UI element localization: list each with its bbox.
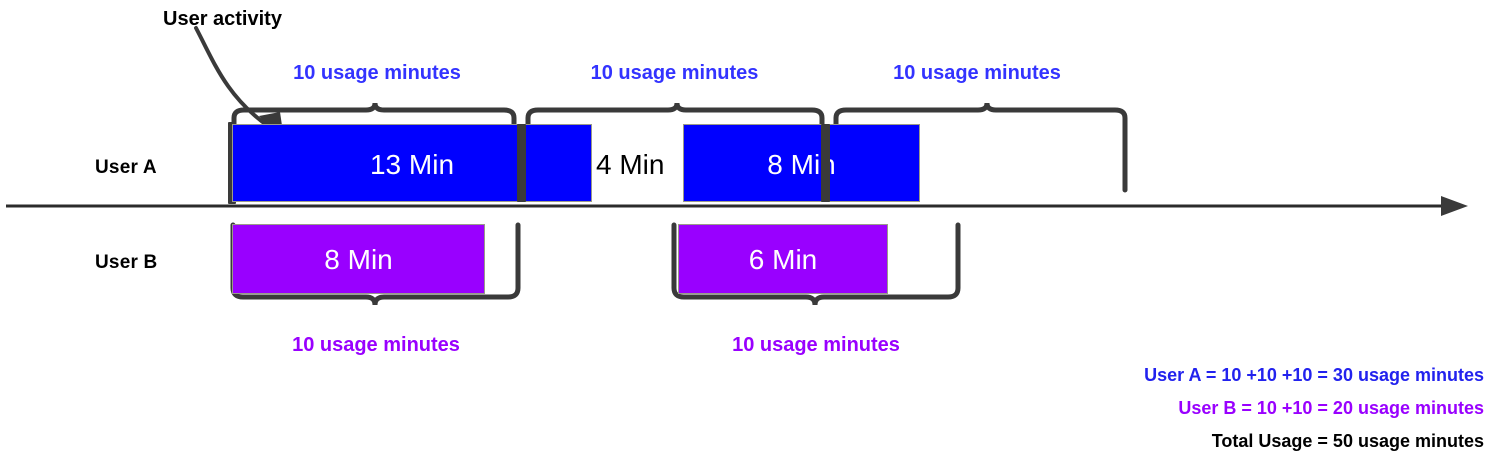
user-a-brace-label-2: 10 usage minutes	[590, 62, 759, 84]
user-b-segment-1[interactable]: 8 Min	[232, 224, 485, 294]
user-b-brace-label-2: 10 usage minutes	[732, 334, 900, 356]
user-a-brace-label-1: 10 usage minutes	[293, 62, 461, 84]
user-a-brace-2	[525, 102, 825, 129]
user-b-segment-2[interactable]: 6 Min	[678, 224, 888, 294]
user-a-segment-2-label: 8 Min	[767, 149, 836, 180]
row-label-user-a: User A	[95, 157, 157, 178]
summary-total: Total Usage = 50 usage minutes	[1211, 431, 1484, 451]
user-b-brace-label-1: 10 usage minutes	[292, 334, 460, 356]
user-a-segment-1-label: 13 Min	[369, 149, 455, 180]
user-a-brace-label-3: 10 usage minutes	[893, 62, 1061, 84]
row-label-user-b: User B	[95, 252, 158, 273]
user-b-segment-2-label: 6 Min	[748, 244, 818, 275]
user-a-brace-1	[231, 102, 517, 129]
summary-block: User A = 10 +10 +10 = 30 usage minutes U…	[1094, 365, 1484, 452]
user-b-segment-1-label: 8 Min	[324, 244, 393, 275]
user-a-segment-2[interactable]: 8 Min	[683, 124, 920, 202]
user-a-divider-1	[517, 124, 526, 202]
summary-user-a: User A = 10 +10 +10 = 30 usage minutes	[1144, 365, 1484, 385]
user-a-divider-2	[821, 124, 830, 202]
user-a-segment-1[interactable]: 13 Min	[232, 124, 592, 202]
user-a-gap-label: 4 Min	[596, 149, 665, 180]
summary-user-b: User B = 10 +10 = 20 usage minutes	[1178, 398, 1484, 418]
user-activity-label: User activity	[163, 8, 282, 30]
